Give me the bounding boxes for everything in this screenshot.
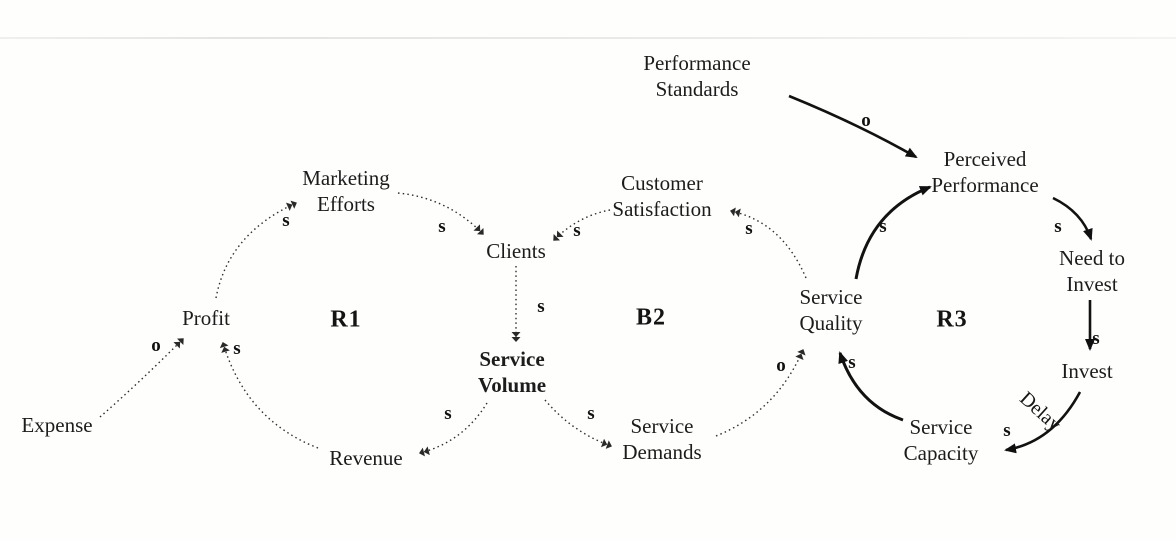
- link-profit-marketing-efforts: [215, 200, 297, 299]
- link-service-capacity-service-quality: [838, 351, 904, 422]
- polarity-service-quality-perceived-performance: s: [879, 216, 887, 237]
- node-perceived-performance: Perceived Performance: [931, 146, 1039, 197]
- link-customer-satisfaction-clients: [553, 209, 611, 241]
- node-need-to-invest: Need to Invest: [1059, 245, 1125, 296]
- polarity-expense-profit: o: [151, 335, 161, 356]
- polarity-perceived-performance-need-to-invest: s: [1054, 216, 1062, 237]
- polarity-clients-service-volume: s: [537, 296, 545, 317]
- link-marketing-efforts-clients: [397, 192, 484, 235]
- polarity-profit-marketing-efforts: s: [282, 210, 290, 231]
- node-service-demands: Service Demands: [622, 413, 702, 464]
- node-profit: Profit: [182, 305, 230, 330]
- link-expense-profit: [99, 338, 184, 418]
- node-clients: Clients: [486, 238, 546, 263]
- polarity-invest-service-capacity: s: [1003, 420, 1011, 441]
- loop-label-r3: R3: [936, 306, 968, 333]
- link-service-quality-perceived-performance: [854, 185, 932, 280]
- link-service-quality-customer-satisfaction: [730, 207, 807, 279]
- loop-label-r1: R1: [330, 306, 362, 333]
- link-performance-standards-perceived-performance: [788, 94, 918, 159]
- polarity-service-volume-revenue: s: [444, 403, 452, 424]
- node-invest: Invest: [1061, 358, 1113, 383]
- node-marketing-efforts: Marketing Efforts: [302, 165, 390, 216]
- node-service-quality: Service Quality: [799, 284, 863, 335]
- node-service-volume: Service Volume: [477, 346, 547, 397]
- polarity-service-demands-service-quality: o: [776, 355, 786, 376]
- node-expense: Expense: [21, 412, 93, 437]
- link-service-volume-revenue: [419, 402, 488, 457]
- node-customer-satisfaction: Customer Satisfaction: [612, 170, 712, 221]
- polarity-service-quality-customer-satisfaction: s: [745, 218, 753, 239]
- polarity-customer-satisfaction-clients: s: [573, 220, 581, 241]
- polarity-performance-standards-perceived-performance: o: [861, 110, 871, 131]
- link-invest-service-capacity: [1004, 391, 1082, 454]
- node-service-capacity: Service Capacity: [903, 414, 979, 465]
- polarity-marketing-efforts-clients: s: [438, 216, 446, 237]
- node-performance-standards: Performance Standards: [643, 50, 751, 101]
- polarity-service-volume-service-demands: s: [587, 403, 595, 424]
- loop-label-b2: B2: [635, 304, 667, 331]
- node-revenue: Revenue: [329, 445, 403, 470]
- polarity-revenue-profit: s: [233, 338, 241, 359]
- link-service-volume-service-demands: [544, 399, 612, 449]
- scan-artifact-line: [0, 37, 1176, 39]
- polarity-service-capacity-service-quality: s: [848, 352, 856, 373]
- link-perceived-performance-need-to-invest: [1052, 196, 1093, 241]
- link-service-demands-service-quality: [715, 349, 806, 437]
- polarity-need-to-invest-invest: s: [1092, 328, 1100, 349]
